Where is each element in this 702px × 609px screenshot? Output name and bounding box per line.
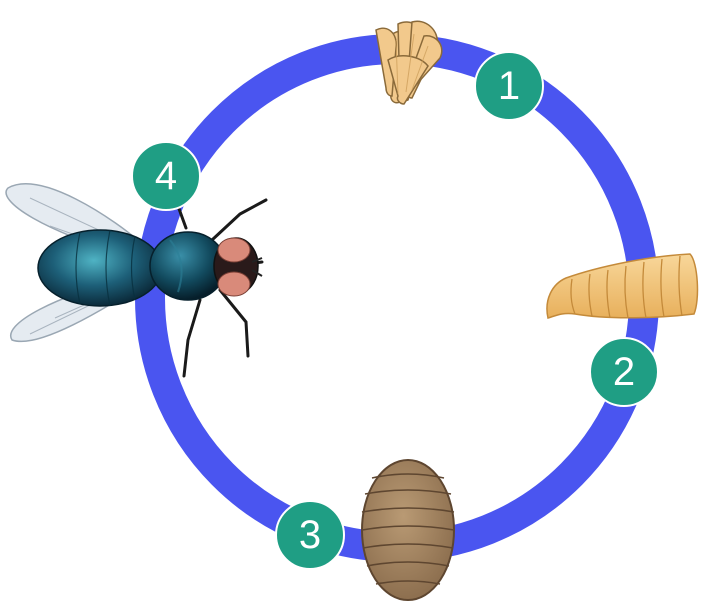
stage-4-number: 4 xyxy=(155,154,177,198)
stage-4-badge: 4 xyxy=(132,142,200,210)
stage-1-number: 1 xyxy=(498,64,520,108)
eggs-icon xyxy=(376,21,442,104)
stage-1-badge: 1 xyxy=(475,52,543,120)
larva-icon xyxy=(547,254,698,318)
stage-2-badge: 2 xyxy=(590,338,658,406)
stage-2-number: 2 xyxy=(613,350,635,394)
pupa-icon xyxy=(362,460,454,600)
stage-3-badge: 3 xyxy=(276,501,344,569)
adult-fly-icon xyxy=(6,184,266,376)
stage-3-number: 3 xyxy=(299,513,321,557)
